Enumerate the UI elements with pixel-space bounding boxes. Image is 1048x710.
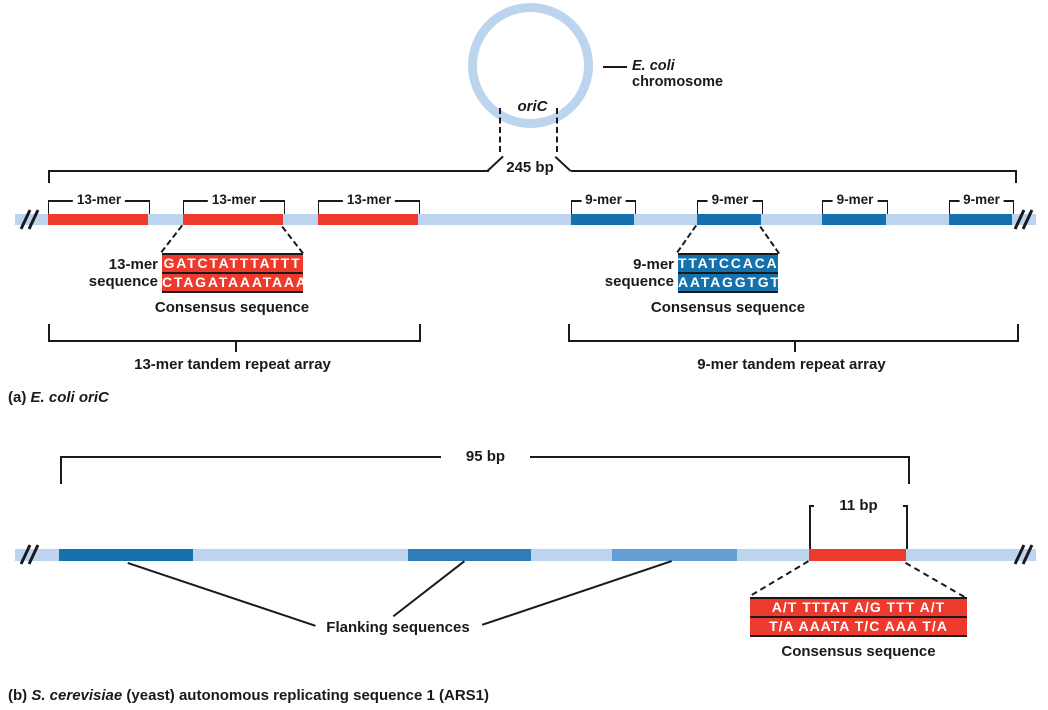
- nine-mer-callout-dash-right: [759, 226, 780, 255]
- ars1-callout-dash-right: [905, 562, 965, 598]
- ars1-consensus-segment: [809, 549, 906, 561]
- flanking-sequences-label: Flanking sequences: [326, 619, 470, 636]
- ars1-dna-bar: [15, 549, 1036, 561]
- ars1-consensus-box: A/T TTTAT A/G TTT A/T T/A AAATA T/C AAA …: [750, 597, 967, 637]
- nine-mer-bracket: 9-mer: [822, 192, 888, 214]
- consensus-strand-bottom: CTAGATAAATAAA: [162, 272, 303, 293]
- thirteen-mer-segment: [48, 214, 148, 225]
- nine-mer-label: 9-mer: [707, 192, 753, 207]
- nine-mer-consensus-caption: Consensus sequence: [650, 299, 806, 316]
- panel-a-caption: (a) E. coli oriC: [8, 389, 109, 406]
- thirteen-mer-callout-dash-right: [281, 226, 304, 255]
- thirteen-mer-sequence-label: 13-mer sequence: [56, 256, 158, 290]
- span-line-right: [571, 170, 1017, 183]
- nine-mer-bracket: 9-mer: [949, 192, 1014, 214]
- consensus-strand-bottom: T/A AAATA T/C AAA T/A: [750, 616, 967, 637]
- panel-b-caption: (b) S. cerevisiae (yeast) autonomous rep…: [8, 687, 489, 704]
- span-245bp-label: 245 bp: [506, 159, 554, 176]
- panel-a-caption-prefix: (a): [8, 389, 27, 406]
- thirteen-mer-array-label: 13-mer tandem repeat array: [134, 356, 331, 373]
- flanking-pointer-line-2: [392, 560, 465, 618]
- span-line-left: [48, 170, 489, 183]
- nine-mer-segment: [571, 214, 634, 225]
- nine-mer-sequence-label-line1: 9-mer: [633, 256, 674, 273]
- thirteen-mer-label: 13-mer: [342, 192, 396, 207]
- oric-dna-bar: [15, 214, 1036, 225]
- thirteen-mer-sequence-label-line2: sequence: [88, 273, 158, 290]
- thirteen-mer-bracket: 13-mer: [48, 192, 150, 214]
- consensus-strand-top: GATCTATTTATTT: [162, 253, 303, 272]
- chromosome-label-line1: E. coli: [632, 58, 675, 74]
- ecoli-chromosome-circle: [468, 3, 593, 128]
- ars1-consensus-caption: Consensus sequence: [781, 643, 936, 660]
- nine-mer-callout-dash-left: [676, 224, 697, 253]
- nine-mer-label: 9-mer: [959, 192, 1004, 207]
- ars1-callout-dash-left: [751, 560, 809, 596]
- panel-b-caption-rest: (yeast) autonomous replicating sequence …: [126, 687, 489, 704]
- consensus-strand-bottom: AATAGGTGT: [678, 272, 778, 293]
- nine-mer-array-label: 9-mer tandem repeat array: [697, 356, 886, 373]
- flanking-pointer-line-3: [481, 560, 672, 626]
- nine-mer-segment: [822, 214, 886, 225]
- panel-a-caption-name: E. coli oriC: [30, 389, 109, 406]
- nine-mer-bracket: 9-mer: [571, 192, 636, 214]
- oric-dashed-line-right: [556, 108, 558, 152]
- flanking-segment-3: [612, 549, 737, 561]
- nine-mer-label: 9-mer: [832, 192, 878, 207]
- nine-mer-sequence-label: 9-mer sequence: [572, 256, 674, 290]
- nine-mer-bracket: 9-mer: [697, 192, 763, 214]
- thirteen-mer-segment: [183, 214, 283, 225]
- thirteen-mer-consensus-box: GATCTATTTATTT CTAGATAAATAAA: [162, 253, 303, 293]
- consensus-strand-top: A/T TTTAT A/G TTT A/T: [750, 597, 967, 616]
- thirteen-mer-bracket: 13-mer: [318, 192, 420, 214]
- nine-mer-segment: [949, 214, 1012, 225]
- oric-label: oriC: [517, 98, 548, 115]
- thirteen-mer-label: 13-mer: [72, 192, 126, 207]
- thirteen-mer-bracket: 13-mer: [183, 192, 285, 214]
- nine-mer-segment: [697, 214, 761, 225]
- panel-b-caption-species: S. cerevisiae: [31, 687, 123, 704]
- flanking-segment-2: [408, 549, 531, 561]
- thirteen-mer-array-bracket: [48, 324, 421, 352]
- oric-dashed-line-left: [499, 108, 501, 152]
- consensus-strand-top: TTATCCACA: [678, 253, 778, 272]
- chromosome-pointer-line: [603, 66, 627, 68]
- thirteen-mer-label: 13-mer: [207, 192, 261, 207]
- chromosome-label: E. coli chromosome: [632, 58, 723, 90]
- nine-mer-consensus-box: TTATCCACA AATAGGTGT: [678, 253, 778, 293]
- flanking-pointer-line-1: [127, 562, 316, 627]
- thirteen-mer-sequence-label-line1: 13-mer: [108, 256, 158, 273]
- thirteen-mer-callout-dash-left: [160, 224, 183, 253]
- span-95bp-label: 95 bp: [441, 448, 530, 465]
- span-11bp-label: 11 bp: [814, 497, 903, 514]
- panel-b-caption-prefix: (b): [8, 687, 28, 704]
- nine-mer-sequence-label-line2: sequence: [604, 273, 674, 290]
- nine-mer-label: 9-mer: [581, 192, 626, 207]
- nine-mer-array-bracket: [568, 324, 1019, 352]
- thirteen-mer-segment: [318, 214, 418, 225]
- chromosome-label-line2: chromosome: [632, 74, 724, 90]
- thirteen-mer-consensus-caption: Consensus sequence: [154, 299, 310, 316]
- flanking-segment-1: [59, 549, 193, 561]
